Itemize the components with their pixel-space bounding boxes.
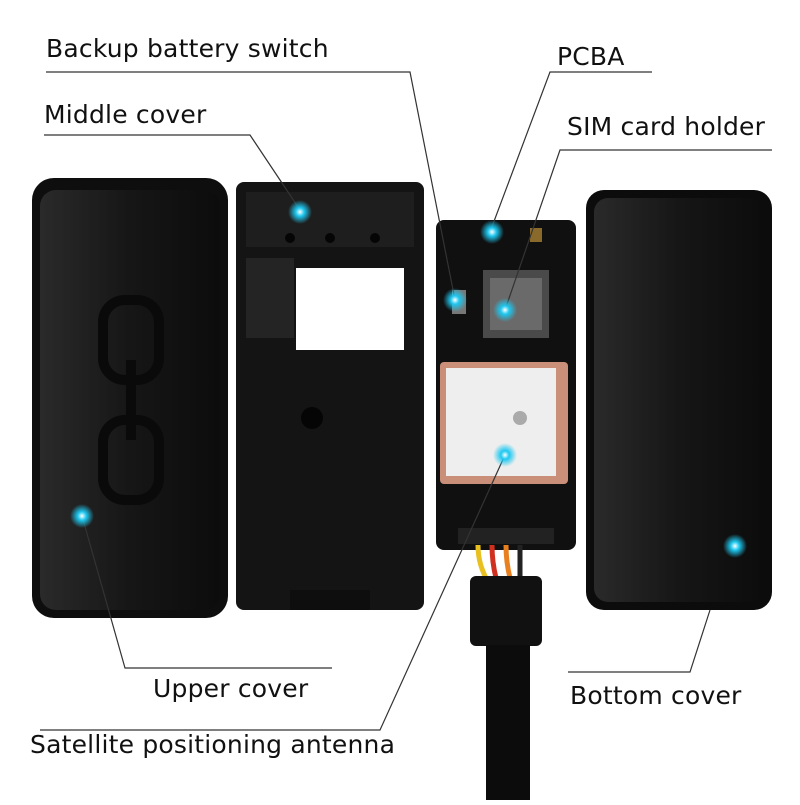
label-middle-cover: Middle cover [44, 100, 207, 129]
leader-line-bottom-cover [568, 609, 711, 673]
marker-upper-cover [70, 504, 94, 528]
leader-line-satellite-antenna [40, 454, 506, 731]
label-pcba: PCBA [557, 42, 625, 71]
label-bottom-cover: Bottom cover [570, 681, 742, 710]
pcba-part [436, 220, 576, 550]
marker-middle-cover [288, 200, 312, 224]
leader-line-sim-card-holder [504, 149, 772, 311]
marker-backup-battery-switch [443, 288, 467, 312]
marker-satellite-antenna [493, 443, 517, 467]
leader-line-pcba [489, 71, 652, 233]
marker-bottom-cover [723, 534, 747, 558]
leader-line-backup-battery-switch [46, 71, 456, 301]
chain-link-icon [98, 295, 164, 505]
label-upper-cover: Upper cover [153, 674, 309, 703]
middle-cover-part [236, 182, 424, 610]
upper-cover-part [32, 178, 228, 618]
label-sim-card-holder: SIM card holder [567, 112, 766, 141]
bottom-cover-part [586, 190, 772, 610]
label-satellite-antenna: Satellite positioning antenna [30, 730, 396, 759]
cable-part [470, 544, 542, 800]
leader-line-upper-cover [81, 515, 332, 669]
markers [70, 200, 747, 558]
marker-sim-card-holder [493, 298, 517, 322]
leader-line-middle-cover [44, 134, 301, 211]
label-backup-battery-switch: Backup battery switch [46, 34, 329, 63]
marker-pcba [480, 220, 504, 244]
leader-lines [40, 71, 772, 731]
